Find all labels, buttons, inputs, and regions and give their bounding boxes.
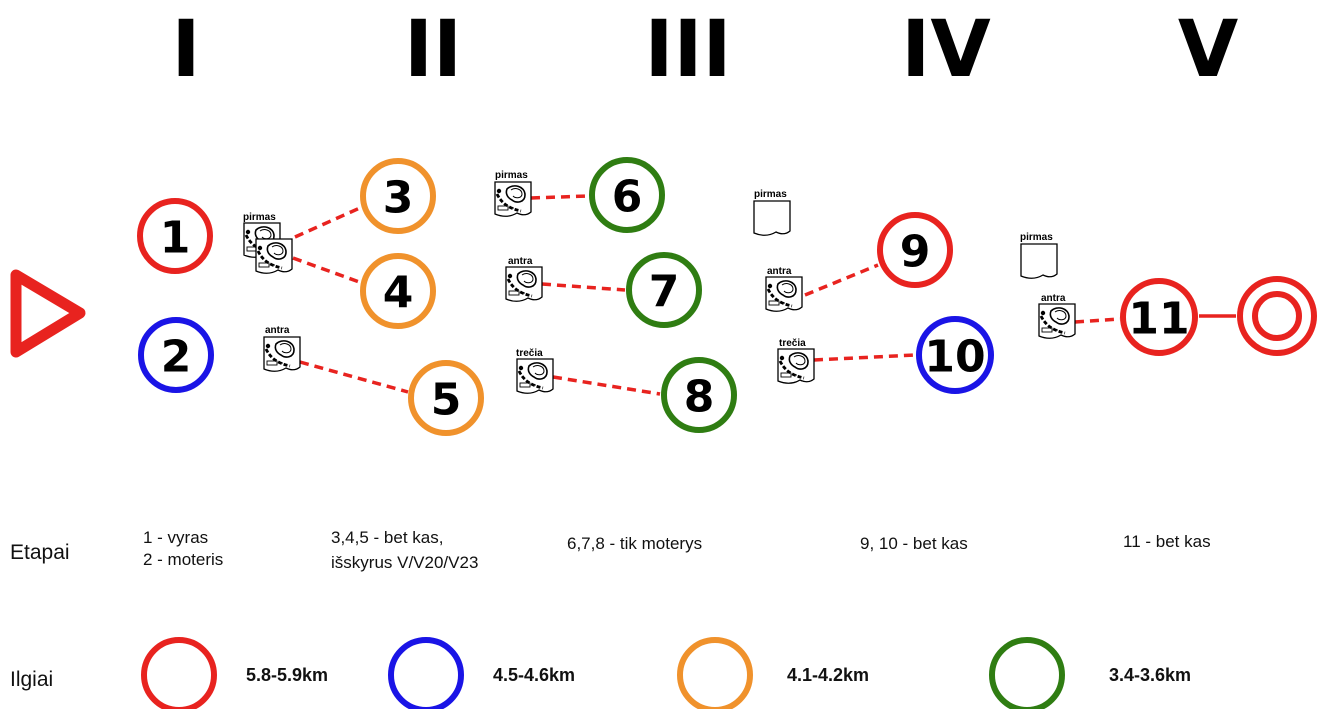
map-label: antra (508, 256, 533, 267)
leg-number: 8 (684, 372, 715, 423)
length-label-green: 3.4-3.6km (1109, 665, 1191, 685)
leg-circle-7: 7 (626, 252, 702, 328)
leg-circle-11: 11 (1120, 278, 1198, 356)
connector-map-to-leg-6 (530, 194, 589, 200)
stage-header-IV: IV (901, 5, 990, 95)
leg-number: 6 (612, 172, 643, 223)
map-icon-II-first: pirmas (242, 212, 294, 275)
map-icon-III-second: antra (504, 256, 544, 303)
blank-map-icon-IV-first: pirmas (753, 189, 791, 236)
length-legend-blue: 4.5-4.6km (388, 637, 575, 709)
leg-number: 1 (160, 213, 191, 264)
connector-map-to-leg-5 (299, 360, 409, 394)
map-label: pirmas (243, 212, 276, 223)
length-label-red: 5.8-5.9km (246, 665, 328, 685)
map-icon-IV-second: antra (764, 266, 804, 313)
map-label: trečia (516, 348, 543, 359)
connector-map-to-leg-8 (552, 375, 661, 396)
length-legend-green: 3.4-3.6km (989, 637, 1191, 709)
stage-I-line-1: 1 - vyras (143, 528, 208, 547)
length-label-orange: 4.1-4.2km (787, 665, 869, 685)
blank-map-icon-V-first: pirmas (1020, 232, 1058, 279)
leg-number: 2 (161, 332, 192, 383)
leg-circle-1: 1 (137, 198, 213, 274)
leg-circle-4: 4 (360, 253, 436, 329)
start-triangle-icon (10, 269, 86, 358)
leg-number: 9 (900, 227, 931, 278)
length-label-blue: 4.5-4.6km (493, 665, 575, 685)
map-label: pirmas (1020, 232, 1053, 243)
leg-circle-9: 9 (877, 212, 953, 288)
leg-number: 5 (431, 375, 462, 426)
map-icon-II-second: antra (262, 325, 302, 373)
leg-circle-5: 5 (408, 360, 484, 436)
length-legend-red: 5.8-5.9km (141, 637, 328, 709)
leg-circle-3: 3 (360, 158, 436, 234)
stage-III-description: 6,7,8 - tik moterys (567, 534, 702, 553)
map-label: antra (767, 266, 792, 277)
stage-I-line-2: 2 - moteris (143, 550, 223, 569)
stage-II-description: 3,4,5 - bet kas, išskyrus V/V20/V23 (331, 528, 478, 572)
connector-map-to-leg-9 (804, 263, 879, 297)
map-icon-V-second: antra (1037, 293, 1077, 340)
stage-header-V: V (1178, 5, 1238, 95)
leg-circle-8: 8 (661, 357, 737, 433)
map-icon-III-first: pirmas (493, 170, 533, 218)
map-label: pirmas (754, 189, 787, 200)
map-icon-IV-third: trečia (776, 338, 816, 385)
stage-II-line-2: išskyrus V/V20/V23 (331, 553, 478, 572)
stages-row-label: Etapai (10, 541, 70, 564)
leg-number: 4 (383, 268, 414, 319)
stage-header-III: III (644, 5, 731, 95)
map-icon-III-third: trečia (515, 348, 555, 395)
connector-map-to-leg-4 (292, 256, 363, 285)
stage-header-I: I (171, 5, 200, 95)
length-legend-orange: 4.1-4.2km (677, 637, 869, 709)
leg-number: 7 (649, 267, 680, 318)
stage-header-II: II (404, 5, 462, 95)
connector-map-to-leg-11 (1074, 317, 1121, 324)
stage-V-description: 11 - bet kas (1123, 532, 1211, 551)
map-label: antra (265, 325, 290, 336)
leg-number: 11 (1128, 294, 1189, 345)
leg-circle-10: 10 (916, 316, 994, 394)
stage-II-line-1: 3,4,5 - bet kas, (331, 528, 443, 547)
leg-number: 3 (383, 173, 414, 224)
connector-map-to-leg-7 (541, 282, 626, 292)
stage-IV-description: 9, 10 - bet kas (860, 534, 968, 553)
leg-circle-6: 6 (589, 157, 665, 233)
leg-circle-2: 2 (138, 317, 214, 393)
map-label: pirmas (495, 170, 528, 181)
map-label: trečia (779, 338, 806, 349)
connector-map-to-leg-3 (294, 205, 363, 239)
leg-number: 10 (924, 332, 985, 383)
lengths-row-label: Ilgiai (10, 668, 53, 691)
connector-map-to-leg-10 (813, 353, 916, 362)
finish-double-circle-icon (1237, 276, 1317, 356)
stage-I-description: 1 - vyras 2 - moteris (143, 528, 223, 569)
map-label: antra (1041, 293, 1066, 304)
